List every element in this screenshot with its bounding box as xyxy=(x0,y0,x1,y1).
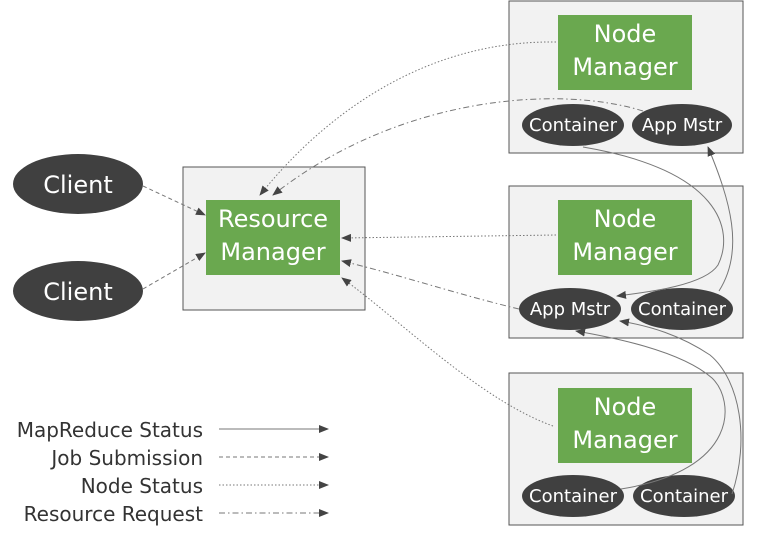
client-1: Client xyxy=(13,154,143,214)
node-2-status-arrow xyxy=(341,233,557,242)
node-1-app-master-label: App Mstr xyxy=(642,115,723,136)
node-3-container-a-label: Container xyxy=(529,486,618,507)
legend-label-node-status: Node Status xyxy=(81,474,203,498)
legend-label-mapreduce-status: MapReduce Status xyxy=(17,418,203,442)
node-2-container-label: Container xyxy=(638,299,727,320)
container-status-arrow-2 xyxy=(707,146,734,292)
node-3-container-b: Container xyxy=(633,475,735,517)
node-1-container-label: Container xyxy=(529,115,618,136)
node-3-status-arrow xyxy=(341,277,554,427)
client-1-job-submission-arrow xyxy=(142,185,206,216)
node-1-appmaster-request-arrow xyxy=(272,98,644,196)
node-manager-3-line1: Node xyxy=(594,393,657,421)
node-manager-2: Node Manager xyxy=(558,200,692,275)
client-2-job-submission-arrow xyxy=(142,252,206,290)
resource-manager-line2: Manager xyxy=(220,238,325,266)
client-2-label: Client xyxy=(43,278,112,306)
legend-label-job-submission: Job Submission xyxy=(49,446,203,470)
container-status-arrow-1 xyxy=(582,146,725,299)
node-manager-1-line2: Manager xyxy=(572,53,677,81)
node-3-container-a: Container xyxy=(522,475,624,517)
legend-label-resource-request: Resource Request xyxy=(24,502,203,526)
resource-manager-line1: Resource xyxy=(218,205,328,233)
node-1-container: Container xyxy=(522,104,624,146)
node-2-appmaster-request-arrow xyxy=(341,259,520,310)
node-1-app-master: App Mstr xyxy=(632,104,732,146)
container-status-arrow-4 xyxy=(619,318,742,495)
node-manager-1: Node Manager xyxy=(558,15,692,90)
node-3-container-b-label: Container xyxy=(640,486,729,507)
container-status-arrow-3 xyxy=(575,328,726,490)
node-manager-3: Node Manager xyxy=(558,388,692,463)
node-manager-3-line2: Manager xyxy=(572,426,677,454)
resource-manager: Resource Manager xyxy=(206,200,340,275)
node-manager-2-line1: Node xyxy=(594,205,657,233)
client-1-label: Client xyxy=(43,171,112,199)
node-2-app-master-label: App Mstr xyxy=(530,299,611,320)
client-2: Client xyxy=(13,261,143,321)
node-manager-2-line2: Manager xyxy=(572,238,677,266)
node-manager-1-line1: Node xyxy=(594,20,657,48)
legend: MapReduce Status Job Submission Node Sta… xyxy=(17,418,329,526)
node-2-container: Container xyxy=(631,288,733,330)
node-1-status-arrow xyxy=(259,41,557,196)
node-2-app-master: App Mstr xyxy=(519,288,621,330)
